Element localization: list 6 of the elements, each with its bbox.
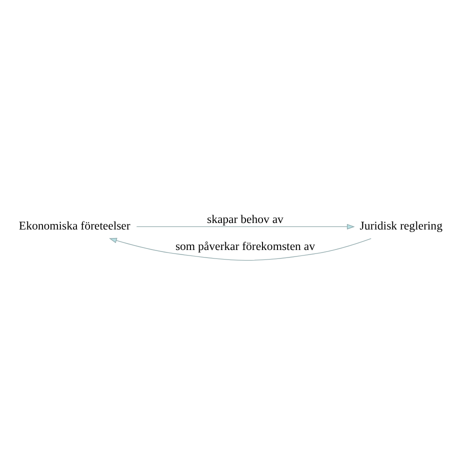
node-text: Juridisk reglering — [360, 220, 442, 233]
edge-label: skapar behov av — [207, 213, 284, 226]
edge-label: som påverkar förekomsten av — [175, 240, 315, 253]
arrow — [108, 238, 372, 261]
arrow — [136, 224, 355, 230]
node-text: Ekonomiska företeelser — [18, 220, 130, 233]
